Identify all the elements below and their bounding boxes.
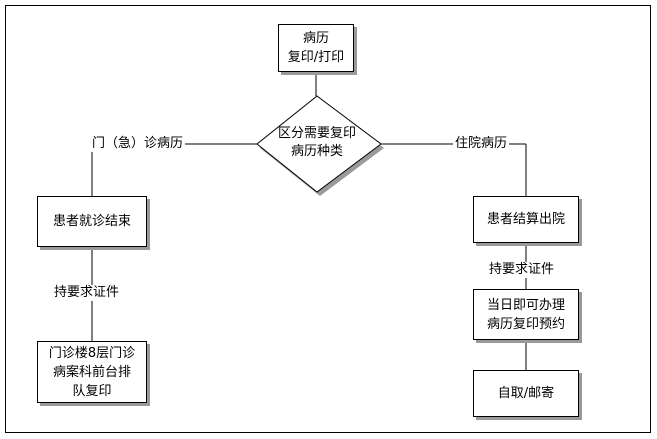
start-node: 病历 复印/打印 (278, 24, 354, 72)
label-left-requirement: 持要求证件 (52, 285, 122, 301)
left-dest-line-3: 队复印 (72, 383, 112, 399)
outpatient-copy-location-node: 门诊楼8层门诊 病案科前台排 队复印 (37, 341, 147, 403)
label-right-requirement: 持要求证件 (487, 262, 557, 278)
decision-line-1: 区分需要复印 (277, 126, 356, 141)
left-dest-line-2: 病案科前台排 (52, 364, 131, 380)
appoint-line-2: 病历复印预约 (486, 316, 565, 332)
pickup-mail-node: 自取/邮寄 (473, 370, 579, 417)
decision-text: 区分需要复印 病历种类 (262, 125, 372, 161)
label-inpatient: 住院病历 (453, 136, 510, 152)
outer-frame (5, 5, 651, 433)
decision-line-2: 病历种类 (290, 144, 343, 159)
inpatient-discharge-node: 患者结算出院 (473, 196, 579, 243)
start-line-1: 病历 (302, 31, 329, 46)
label-outpatient: 门（急）诊病历 (90, 136, 186, 152)
decision-diamond (256, 95, 382, 193)
left-dest-line-1: 门诊楼8层门诊 (48, 345, 136, 361)
appointment-node: 当日即可办理 病历复印预约 (473, 289, 579, 340)
outpatient-finish-node: 患者就诊结束 (37, 196, 147, 247)
appoint-line-1: 当日即可办理 (486, 297, 565, 313)
start-line-2: 复印/打印 (287, 50, 345, 65)
